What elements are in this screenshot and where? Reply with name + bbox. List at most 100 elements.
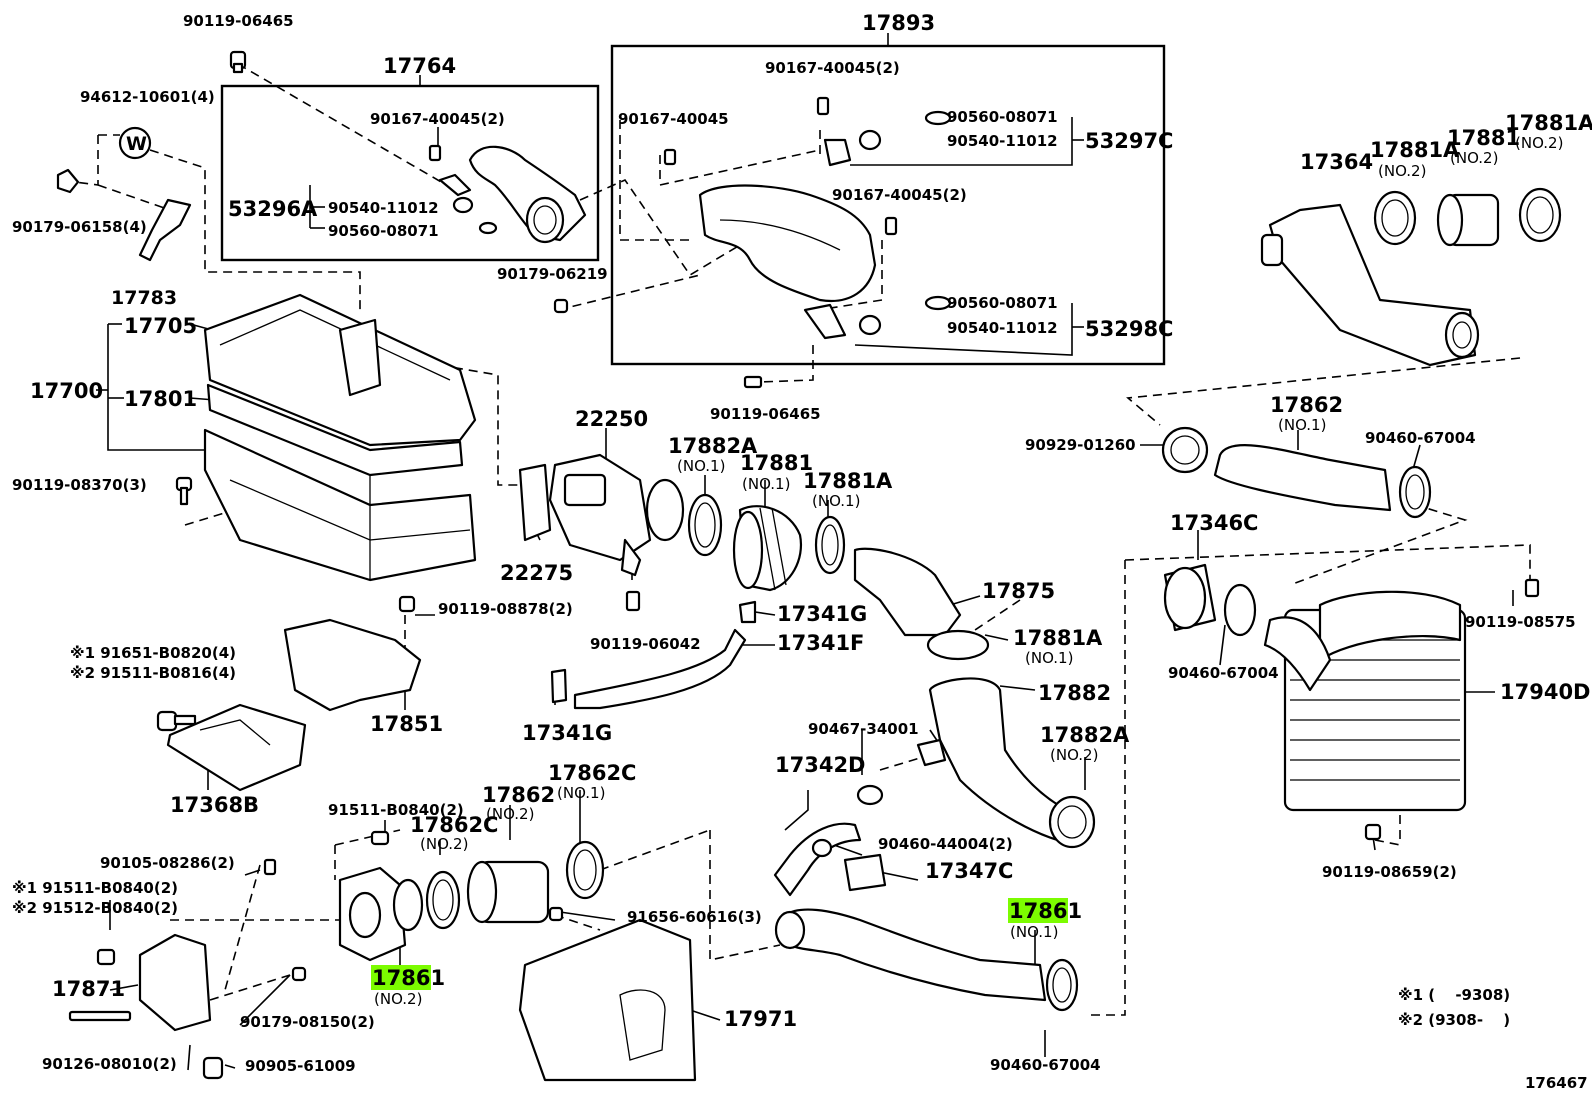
label-no2-e: (NO.2) <box>486 805 534 823</box>
hose-kit-17764 <box>428 144 587 244</box>
label-17705: 17705 <box>124 314 197 338</box>
label-17893: 17893 <box>862 11 935 35</box>
w-mark-label: W <box>126 133 147 155</box>
bracket-17368b <box>166 703 307 792</box>
label-no2-a: (NO.2) <box>1378 162 1426 180</box>
label-no2-f: (NO.2) <box>420 835 468 853</box>
label-53298c: 53298C <box>1085 317 1173 341</box>
label-22250: 22250 <box>575 407 648 431</box>
label-90560-08071-a: 90560-08071 <box>328 222 439 240</box>
label-17882a-no1: 17882A <box>668 434 758 458</box>
label-17881a-no2-b: 17881A <box>1505 111 1592 135</box>
label-91511-b0840: 91511-B0840(2) <box>328 801 464 819</box>
hose-17881-no2 <box>1436 193 1500 247</box>
bolt-90119-08659 <box>1364 823 1382 841</box>
label-no1-b: (NO.1) <box>742 475 790 493</box>
bolt-91511-b0840-x1 <box>96 948 116 966</box>
bolt-91511-b0840 <box>370 830 390 846</box>
bolt-90105-08286 <box>263 858 277 876</box>
intercooler-17940d <box>1263 590 1467 812</box>
label-91656-60616: 91656-60616(3) <box>627 908 762 926</box>
label-90167-40045-2c: 90167-40045(2) <box>832 186 967 204</box>
label-90460-67004-a: 90460-67004 <box>1365 429 1476 447</box>
bolt-90119-06042 <box>625 590 641 612</box>
label-17881a-no2-a: 17881A <box>1370 138 1460 162</box>
label-17342d: 17342D <box>775 753 866 777</box>
label-17881-no1: 17881 <box>740 451 813 475</box>
label-17341f: 17341F <box>777 631 864 655</box>
clip-90467-34001 <box>916 738 947 767</box>
label-17341g-a: 17341G <box>777 602 867 626</box>
bolt-91656-60616 <box>548 906 564 922</box>
diagram-id: 176467 <box>1525 1074 1588 1092</box>
label-90119-06465-top: 90119-06465 <box>183 12 294 30</box>
bracket-17851 <box>283 618 422 712</box>
bracket-17783 <box>138 198 192 262</box>
label-17971: 17971 <box>724 1007 797 1031</box>
pipe-17364 <box>1260 203 1480 367</box>
label-90119-06465-mid: 90119-06465 <box>710 405 821 423</box>
label-90540-11012-c: 90540-11012 <box>947 319 1058 337</box>
label-17364: 17364 <box>1300 150 1373 174</box>
hose-17862-no2 <box>466 860 550 924</box>
part-labels: 17893 17764 90119-06465 94612-10601(4) 9… <box>12 11 1592 1092</box>
clamp-17881a-no2-b <box>1518 187 1562 243</box>
clip-17341g-a <box>738 600 757 624</box>
throttle-body-22250 <box>518 453 685 577</box>
label-no1-a: (NO.1) <box>677 457 725 475</box>
label-90905-61009: 90905-61009 <box>245 1057 356 1075</box>
label-90929-01260: 90929-01260 <box>1025 436 1136 454</box>
label-17764: 17764 <box>383 54 456 78</box>
label-17881-no2: 17881 <box>1447 126 1520 150</box>
label-90167-40045: 90167-40045 <box>618 110 729 128</box>
label-90560-08071-c: 90560-08071 <box>947 294 1058 312</box>
nut-90179-08150 <box>291 966 307 982</box>
label-90167-40045-2b: 90167-40045(2) <box>765 59 900 77</box>
label-no2-d: (NO.2) <box>1050 746 1098 764</box>
hose-17347c <box>843 853 887 892</box>
air-cleaner-17700 <box>203 293 477 582</box>
label-no1-d: (NO.1) <box>1278 416 1326 434</box>
clamp-17881a-no2-a <box>1373 190 1417 246</box>
label-90119-08878: 90119-08878(2) <box>438 600 573 618</box>
label-17871: 17871 <box>52 977 125 1001</box>
hose-17875 <box>853 547 962 637</box>
resonator-kit-17893 <box>553 96 952 389</box>
w-marker: W <box>118 126 152 160</box>
hose-17881-no1 <box>732 505 803 592</box>
label-no2-b: (NO.2) <box>1450 149 1498 167</box>
label-17862c-no2: 17862C <box>410 813 498 837</box>
highlight-17861-no1 <box>1008 898 1068 923</box>
label-22275: 22275 <box>500 561 573 585</box>
label-90179-08150: 90179-08150(2) <box>240 1013 375 1031</box>
clip-90179-06158 <box>56 168 80 194</box>
label-17341g-b: 17341G <box>522 721 612 745</box>
clamp-90460-67004-c <box>1045 958 1079 1012</box>
label-no2-g: (NO.2) <box>374 990 422 1008</box>
bracket-17871 <box>138 933 212 1032</box>
label-17881a-no1: 17881A <box>803 469 893 493</box>
label-17861-no2: 17861 <box>372 966 445 990</box>
label-90119-08575: 90119-08575 <box>1465 613 1576 631</box>
label-90119-06042: 90119-06042 <box>590 635 701 653</box>
part-90905-61009 <box>202 1056 224 1080</box>
label-53296a: 53296A <box>228 197 318 221</box>
kit-box-17893 <box>610 44 1166 366</box>
label-no1-c: (NO.1) <box>812 492 860 510</box>
label-17862c-no1: 17862C <box>548 761 636 785</box>
label-90119-08370: 90119-08370(3) <box>12 476 147 494</box>
label-17801: 17801 <box>124 387 197 411</box>
clamp-17882a-no1 <box>687 493 723 557</box>
label-90179-06158: 90179-06158(4) <box>12 218 147 236</box>
hose-17862-no1 <box>1213 444 1392 512</box>
note-2: ※2 (9308- ) <box>1398 1011 1510 1029</box>
clamp-90460-44004 <box>811 838 833 858</box>
label-90560-08071-b: 90560-08071 <box>947 108 1058 126</box>
label-17940d: 17940D <box>1500 680 1591 704</box>
bracket-17971 <box>518 918 697 1082</box>
clamp-17881a-no1 <box>814 515 846 575</box>
stud-90126-08010 <box>68 1010 132 1022</box>
label-90460-67004-b: 90460-67004 <box>1168 664 1279 682</box>
